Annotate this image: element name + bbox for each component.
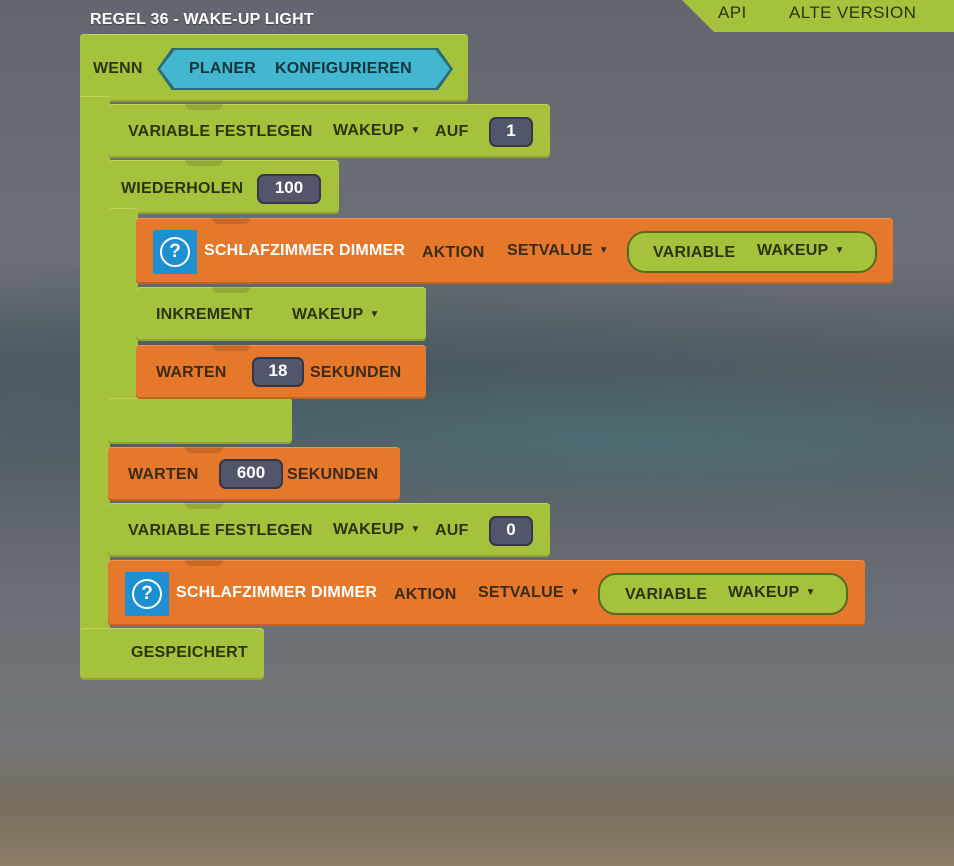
wait-unit-inner: SEKUNDEN [310,364,402,381]
top-nav-bar [682,0,954,32]
device-name-2: SCHLAFZIMMER DIMMER [176,584,378,601]
wait-seconds-input-outer[interactable]: 600 [219,459,283,489]
when-block-spine [80,96,110,680]
variable-pill-label-2: VARIABLE [625,586,708,603]
caret-down-icon: ▼ [569,587,580,598]
action-dropdown-1[interactable]: SETVALUE▼ [507,242,609,259]
block-notch [212,345,250,351]
block-notch [185,503,223,509]
block-notch [212,287,250,293]
old-version-link[interactable]: ALTE VERSION [789,3,917,22]
variable-pill-label-1: VARIABLE [653,244,736,261]
caret-down-icon: ▼ [410,524,421,535]
to-label-2: AUF [435,522,469,539]
block-notch [185,447,223,453]
increment-variable-dropdown[interactable]: WAKEUP▼ [292,306,380,323]
rule-title: REGEL 36 - WAKE-UP LIGHT [90,11,314,28]
when-label: WENN [93,60,143,77]
help-question-icon[interactable]: ? [153,230,197,274]
wait-label-outer: WARTEN [128,466,199,483]
to-label-1: AUF [435,123,469,140]
caret-down-icon: ▼ [410,125,421,136]
trigger-configure: KONFIGURIEREN [275,60,412,77]
block-notch [212,218,250,224]
block-notch [185,560,223,566]
set-variable-block-2[interactable] [108,503,550,557]
repeat-block-footer [108,398,292,444]
device-name-1: SCHLAFZIMMER DIMMER [204,242,406,259]
repeat-count-input[interactable]: 100 [257,174,321,204]
increment-label: INKREMENT [156,306,253,323]
help-question-icon[interactable]: ? [125,572,169,616]
trigger-block[interactable] [160,50,450,88]
wait-label-inner: WARTEN [156,364,227,381]
action-dropdown-2[interactable]: SETVALUE▼ [478,584,580,601]
set-variable-block-1[interactable] [108,104,550,158]
variable-value-pill-1[interactable] [627,231,877,273]
set-variable-label-1: VARIABLE FESTLEGEN [128,123,313,140]
variable-dropdown-2[interactable]: WAKEUP▼ [333,521,421,538]
increment-block[interactable] [136,287,426,341]
when-block-footer [80,628,264,680]
variable-dropdown-1[interactable]: WAKEUP▼ [333,122,421,139]
value-input-1[interactable]: 1 [489,117,533,147]
caret-down-icon: ▼ [805,587,816,598]
caret-down-icon: ▼ [369,309,380,320]
variable-value-pill-2[interactable] [598,573,848,615]
wait-seconds-input-inner[interactable]: 18 [252,357,304,387]
api-link[interactable]: API [718,3,747,22]
block-notch [185,160,223,166]
repeat-label: WIEDERHOLEN [121,180,244,197]
trigger-planer: PLANER [189,60,256,77]
wait-unit-outer: SEKUNDEN [287,466,379,483]
action-label-2: AKTION [394,586,457,603]
variable-pill-dropdown-2[interactable]: WAKEUP▼ [728,584,816,601]
value-input-2[interactable]: 0 [489,516,533,546]
action-label-1: AKTION [422,244,485,261]
caret-down-icon: ▼ [834,245,845,256]
caret-down-icon: ▼ [598,245,609,256]
set-variable-label-2: VARIABLE FESTLEGEN [128,522,313,539]
variable-pill-dropdown-1[interactable]: WAKEUP▼ [757,242,845,259]
saved-status: GESPEICHERT [131,644,248,661]
block-notch [185,104,223,110]
